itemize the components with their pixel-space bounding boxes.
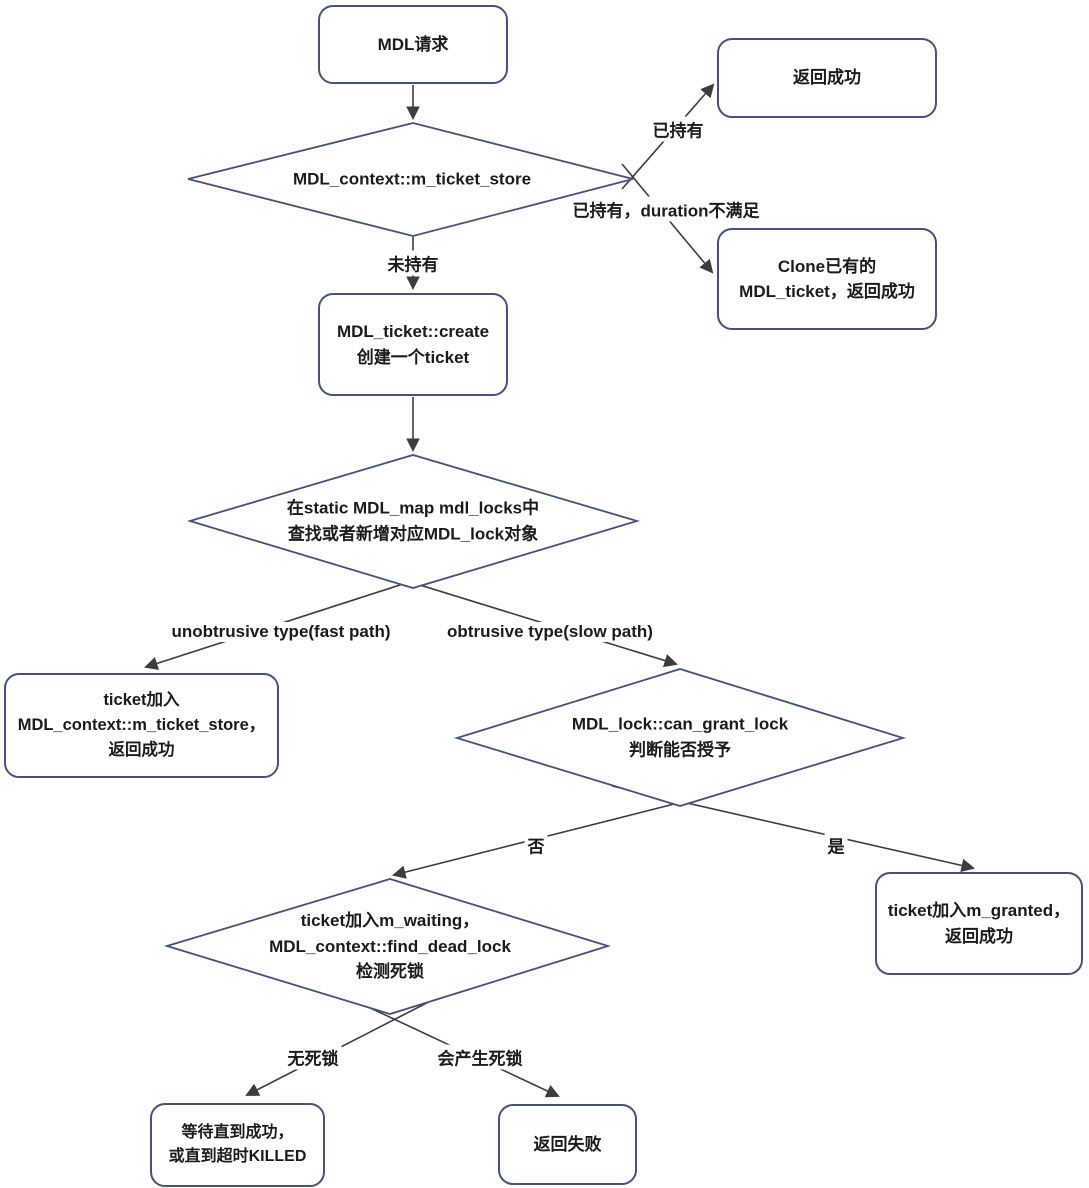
edge-label-no-deadlock: 无死锁 bbox=[284, 1044, 342, 1070]
edge-label-no: 否 bbox=[524, 832, 548, 858]
node-ticket-create: MDL_ticket::create 创建一个ticket bbox=[318, 293, 508, 396]
decision-mdl-map-lookup bbox=[186, 454, 641, 589]
node-add-granted: ticket加入m_granted， 返回成功 bbox=[875, 872, 1083, 975]
edge-label-fast-path: unobtrusive type(fast path) bbox=[168, 622, 394, 642]
edge-label-held: 已持有 bbox=[649, 116, 707, 142]
edge-label-deadlock: 会产生死锁 bbox=[434, 1044, 526, 1070]
decision-can-grant-lock bbox=[453, 668, 907, 807]
node-clone-ticket: Clone已有的 MDL_ticket，返回成功 bbox=[717, 228, 937, 330]
decision-ticket-store-check bbox=[187, 122, 634, 237]
decision-deadlock-check bbox=[163, 878, 612, 1015]
node-add-ticket-store: ticket加入 MDL_context::m_ticket_store， 返回… bbox=[4, 673, 279, 778]
node-return-fail: 返回失败 bbox=[498, 1104, 637, 1185]
node-wait-until: 等待直到成功， 或直到超时KILLED bbox=[150, 1103, 325, 1187]
node-return-success: 返回成功 bbox=[717, 38, 937, 118]
edge-label-not-held: 未持有 bbox=[384, 250, 442, 276]
edge-label-slow-path: obtrusive type(slow path) bbox=[444, 622, 656, 642]
edge-label-yes: 是 bbox=[824, 832, 848, 858]
edge-nodeadlock-wait bbox=[245, 989, 453, 1096]
edge-label-held-duration: 已持有，duration不满足 bbox=[569, 196, 763, 222]
node-mdl-request: MDL请求 bbox=[318, 5, 508, 84]
